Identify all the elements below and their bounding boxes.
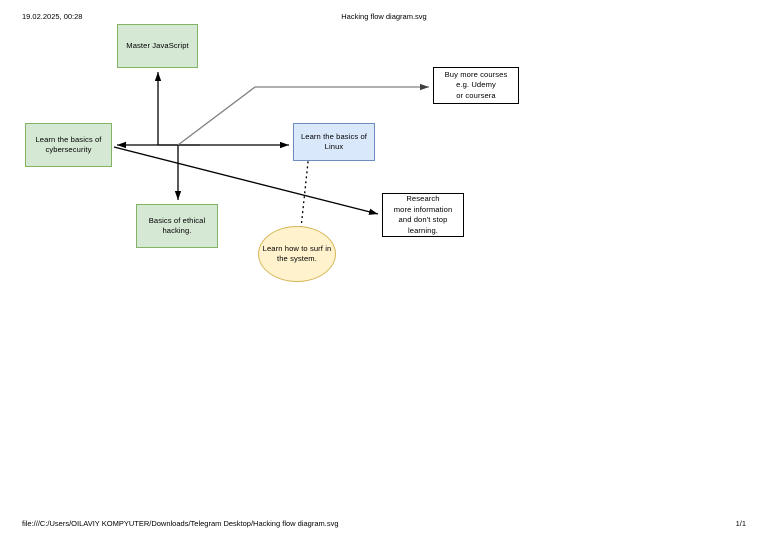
- node-cybersecurity-label: Learn the basics of cybersecurity: [35, 134, 102, 155]
- node-master-javascript[interactable]: Master JavaScript: [117, 24, 198, 68]
- node-linux[interactable]: Learn the basics of Linux: [293, 123, 375, 161]
- node-learn-how-to-surf[interactable]: Learn how to surf in the system.: [258, 226, 336, 282]
- node-buy-more-courses[interactable]: Buy more courses e.g. Udemy or coursera: [433, 67, 519, 104]
- print-document-title: Hacking flow diagram.svg: [341, 12, 427, 21]
- edge-cybersecurity-to-research: [113, 146, 379, 215]
- node-linux-label: Learn the basics of Linux: [300, 131, 368, 152]
- print-date: 19.02.2025, 00:28: [22, 12, 83, 21]
- edge-hub-to-buy-courses: [177, 83, 429, 146]
- print-header: 19.02.2025, 00:28 Hacking flow diagram.s…: [0, 11, 768, 23]
- node-buy-more-courses-label: Buy more courses e.g. Udemy or coursera: [444, 69, 508, 100]
- node-ethical-hacking-label: Basics of ethical hacking.: [148, 215, 206, 236]
- edge-linux-to-surf-system: [300, 161, 309, 229]
- node-master-javascript-label: Master JavaScript: [126, 40, 189, 50]
- node-research-label: Research more information and don't stop…: [393, 194, 453, 235]
- node-learn-how-to-surf-label: Learn how to surf in the system.: [262, 243, 332, 264]
- node-research[interactable]: Research more information and don't stop…: [382, 193, 464, 237]
- print-page-number: 1/1: [735, 519, 746, 528]
- node-cybersecurity[interactable]: Learn the basics of cybersecurity: [25, 123, 112, 167]
- node-ethical-hacking[interactable]: Basics of ethical hacking.: [136, 204, 218, 248]
- print-footer: file:///C:/Users/OILAVIY KOMPYUTER/Downl…: [0, 518, 768, 530]
- print-source-url: file:///C:/Users/OILAVIY KOMPYUTER/Downl…: [22, 519, 339, 528]
